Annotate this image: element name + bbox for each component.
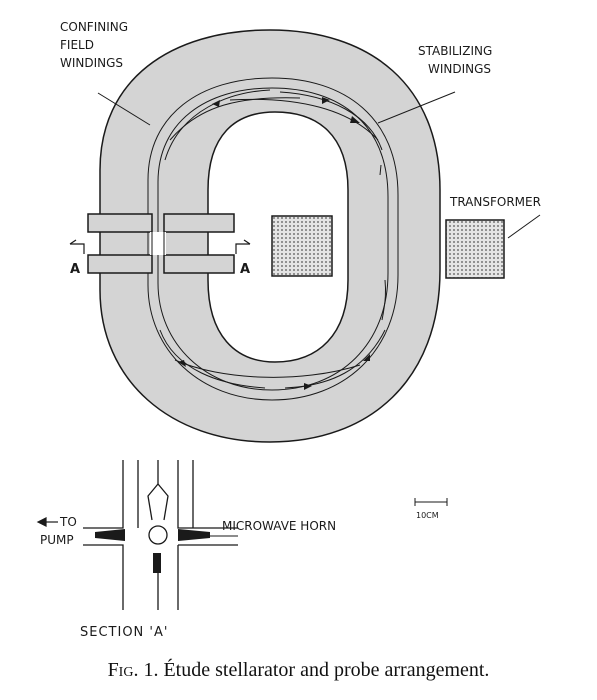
stabilizing-label-line2: WINDINGS	[428, 62, 491, 76]
probes-and-horn	[95, 529, 210, 573]
confining-label-line1: CONFINING	[60, 20, 128, 34]
leader-lines	[97, 91, 541, 537]
microwave-horn-label: MICROWAVE HORN	[222, 519, 336, 533]
port-arms	[87, 213, 235, 274]
transformer-core-outer	[445, 219, 505, 279]
stabilizing-label-line1: STABILIZING	[418, 44, 492, 58]
stellarator-figure: CONFINING FIELD WINDINGS STABILIZING WIN…	[36, 20, 541, 640]
confining-label-line2: FIELD	[60, 38, 94, 52]
section-a-diagram	[83, 460, 238, 610]
scale-label: 10CM	[416, 511, 439, 520]
figure-caption: Fig. 1. Étude stellarator and probe arra…	[0, 659, 597, 682]
caption-text: Étude stellarator and probe arrangement.	[163, 659, 490, 681]
transformer-label: TRANSFORMER	[449, 195, 541, 209]
scale-bar	[414, 498, 448, 506]
section-title: SECTION 'A'	[80, 625, 168, 640]
to-pump-label-line2: PUMP	[40, 533, 74, 547]
stabilizing-winding-lines	[159, 89, 387, 389]
section-marker-right: A	[240, 262, 250, 277]
caption-prefix: Fig. 1.	[107, 659, 159, 681]
winding-arrowheads	[178, 97, 370, 390]
transformer-core-inner	[271, 215, 333, 277]
racetrack-tube	[99, 29, 441, 443]
pump-arrow	[36, 517, 58, 527]
to-pump-label-line1: TO	[59, 515, 77, 529]
section-marker-left: A	[70, 262, 80, 277]
section-line	[69, 239, 251, 254]
confining-label-line3: WINDINGS	[60, 56, 123, 70]
